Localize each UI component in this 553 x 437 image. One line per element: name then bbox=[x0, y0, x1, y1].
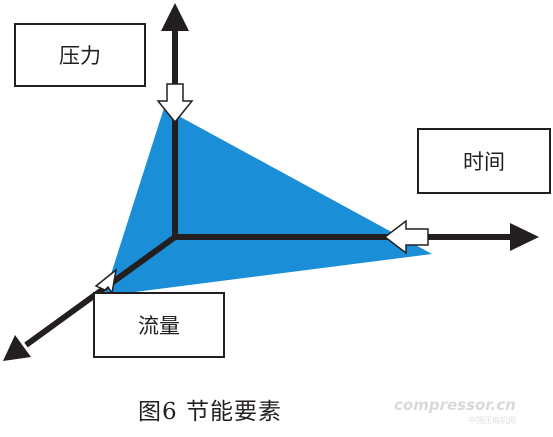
flow-axis-arrowhead bbox=[3, 335, 31, 361]
time-label: 时间 bbox=[463, 150, 505, 174]
pressure-inward-arrow bbox=[156, 83, 194, 124]
energy-saving-triangle bbox=[104, 108, 432, 296]
time-label-box: 时间 bbox=[417, 128, 551, 194]
figure-caption: 图6 节能要素 bbox=[138, 399, 282, 425]
watermark-subtext: 中国压缩机网 bbox=[468, 416, 516, 425]
watermark-text: compressor.cn bbox=[394, 396, 516, 414]
flow-axis bbox=[24, 234, 177, 348]
flow-label: 流量 bbox=[138, 314, 180, 338]
pressure-axis-arrowhead bbox=[161, 3, 189, 31]
flow-label-box: 流量 bbox=[93, 292, 225, 358]
watermark: compressor.cn 中国压缩机网 bbox=[380, 396, 548, 432]
pressure-label: 压力 bbox=[59, 44, 101, 68]
time-axis-arrowhead bbox=[510, 223, 539, 251]
time-inward-arrow bbox=[383, 219, 429, 255]
pressure-label-box: 压力 bbox=[14, 23, 146, 87]
